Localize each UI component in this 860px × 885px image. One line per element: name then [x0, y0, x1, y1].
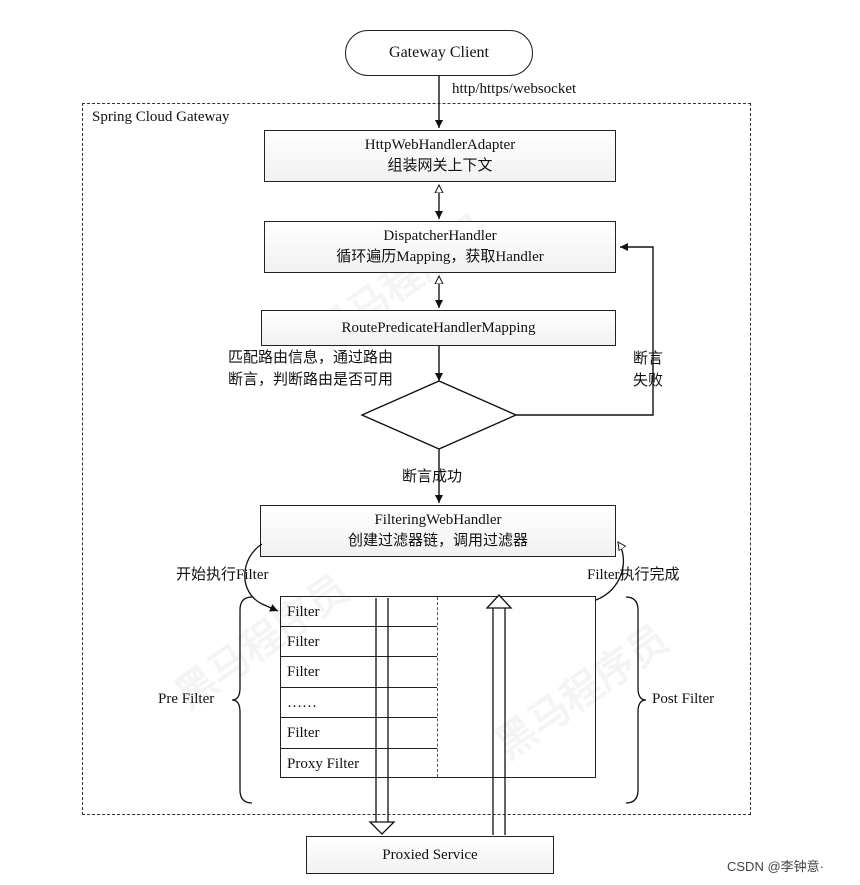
proxied-service-box: Proxied Service	[306, 836, 554, 874]
proxy-filter-row: Proxy Filter	[287, 755, 360, 772]
dispatcher-name: DispatcherHandler	[383, 228, 497, 244]
response-arrow-head	[485, 594, 513, 609]
post-filter-label: Post Filter	[652, 691, 715, 707]
adapter-name: HttpWebHandlerAdapter	[364, 137, 516, 153]
filtering-web-handler-box: FilteringWebHandler 创建过滤器链，调用过滤器	[260, 505, 616, 557]
start-filter-arrow	[244, 543, 279, 612]
route-predicate-handler-mapping-box: RoutePredicateHandlerMapping	[261, 310, 616, 346]
proxied-service-label: Proxied Service	[382, 847, 478, 863]
filter-chain-list: Filter Filter Filter …… Filter Proxy Fil…	[280, 596, 437, 779]
filter-row: ……	[280, 688, 437, 718]
filtering-desc: 创建过滤器链，调用过滤器	[347, 533, 528, 549]
request-arrow-head	[368, 821, 396, 835]
http-web-handler-adapter-box: HttpWebHandlerAdapter 组装网关上下文	[264, 130, 616, 182]
fail-label-line-2: 失败	[633, 373, 664, 389]
fail-label-line-1: 断言	[633, 351, 664, 367]
pre-filter-brace	[231, 596, 253, 804]
filter-row: Filter	[280, 627, 437, 657]
filtering-name: FilteringWebHandler	[374, 512, 502, 528]
fail-loop-arrow	[516, 243, 654, 416]
protocol-label: http/https/websocket	[452, 81, 577, 97]
post-filter-brace	[625, 596, 647, 804]
container-label: Spring Cloud Gateway	[92, 109, 230, 125]
gateway-client-node: Gateway Client	[345, 30, 533, 76]
adapter-desc: 组装网关上下文	[387, 158, 493, 174]
filter-row: Filter	[280, 718, 437, 749]
mapping-name: RoutePredicateHandlerMapping	[341, 320, 536, 336]
done-filter-label: Filter执行完成	[587, 567, 680, 583]
lookup-route-diamond	[360, 380, 518, 450]
filter-row: Filter	[280, 657, 437, 688]
dispatcher-desc: 循环遍历Mapping，获取Handler	[336, 249, 544, 265]
mapping-note-line-1: 匹配路由信息，通过路由	[228, 350, 394, 366]
mapping-note-line-2: 断言，判断路由是否可用	[228, 372, 394, 388]
pre-filter-label: Pre Filter	[158, 691, 215, 707]
done-filter-arrow	[595, 542, 623, 601]
filter-row: Filter	[280, 596, 437, 627]
credit-label: CSDN @李钟意·	[727, 859, 824, 874]
spring-cloud-gateway-frame	[82, 103, 751, 815]
dispatcher-handler-box: DispatcherHandler 循环遍历Mapping，获取Handler	[264, 221, 616, 273]
filter-divider	[437, 597, 438, 777]
success-label: 断言成功	[402, 469, 463, 485]
